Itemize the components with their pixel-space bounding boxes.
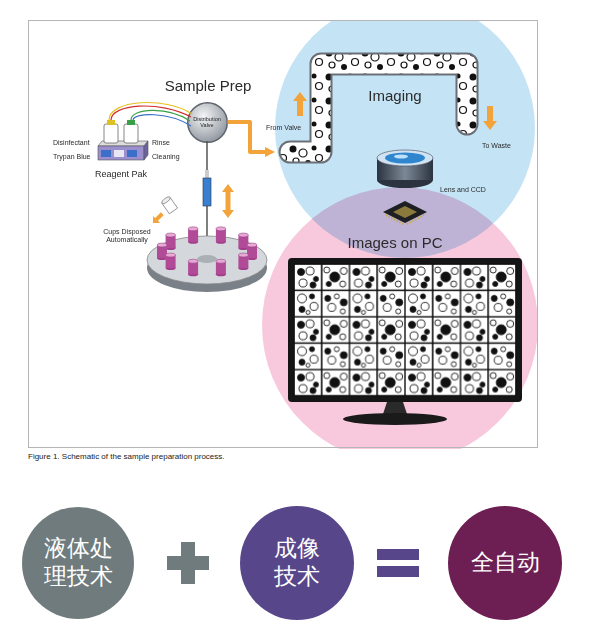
bottle-cap (127, 120, 135, 125)
node-text: Sample Prep (165, 77, 252, 95)
sample-cup (238, 233, 248, 250)
monitor-base (343, 413, 447, 425)
figure-frame: Distribution Valve Sample PrepImagingImag… (28, 20, 539, 449)
reagent-slot (101, 150, 111, 157)
bottle (104, 124, 118, 143)
equals-symbol (377, 549, 419, 560)
tech-circle: 成像技术 (240, 506, 354, 620)
text-holder: Distribution Valve (193, 116, 221, 128)
caption-holder: Figure 1. Schematic of the sample prepar… (28, 452, 225, 461)
node-circle (240, 506, 354, 620)
reagent-slot (127, 150, 137, 157)
monitor-bezel (288, 258, 522, 402)
probe (203, 141, 211, 236)
bottle (124, 124, 138, 143)
monitor-neck (383, 402, 407, 414)
text-holder: 全自动 (471, 549, 540, 577)
label-holder: Reagent Pak (95, 169, 147, 179)
node-shape (35, 45, 335, 195)
cup-rim (161, 196, 171, 205)
part-label: Trypan Blue (53, 153, 90, 161)
text-holder: 成像技术 (274, 535, 320, 590)
text-holder: 液体处理技术 (44, 535, 113, 590)
sample-cup (247, 243, 257, 260)
label-holder: Rinse (152, 139, 170, 147)
figure-caption: Figure 1. Schematic of the sample prepar… (28, 452, 225, 461)
sample-cup (188, 227, 198, 244)
monitor-screen (294, 264, 516, 396)
bottle-cap (107, 120, 115, 125)
label-holder: To Waste (482, 142, 511, 150)
part-label: From Valve (266, 124, 301, 132)
carousel (147, 227, 267, 292)
plunger (205, 170, 209, 178)
motion-arrow (222, 184, 234, 218)
tube (109, 103, 192, 120)
tube (133, 115, 191, 126)
monitor (288, 258, 522, 425)
node-circle (448, 506, 562, 620)
part-label: Cups Disposed Automatically (96, 228, 158, 244)
venn-circle: Images on PC (262, 187, 538, 449)
sample-cup (188, 259, 198, 276)
disposed-cup (161, 196, 178, 214)
sample-cup (216, 227, 226, 244)
node-text: 成像技术 (274, 535, 320, 590)
tech-circle: 液体处理技术 (22, 507, 134, 619)
part-label: Rinse (152, 139, 170, 147)
text-holder: Images on PC (347, 234, 442, 252)
arrow-shape (150, 210, 166, 226)
text-holder: Sample Prep (165, 77, 252, 95)
node-text: Imaging (368, 87, 421, 105)
node-text: Distribution Valve (193, 116, 221, 128)
part-label: Reagent Pak (95, 169, 147, 179)
lens-rim (377, 150, 433, 166)
node-text: Images on PC (347, 234, 442, 252)
formula-band: 液体处理技术 成像技术 全自动 (0, 490, 592, 636)
valve-disc: Distribution Valve (187, 102, 228, 143)
carousel-top (147, 236, 267, 284)
result-circle: 全自动 (448, 506, 562, 620)
syringe (203, 178, 211, 206)
flow-connector (228, 122, 266, 152)
label-holder: Lens and CCD (440, 186, 486, 194)
label-holder: Cups Disposed Automatically (96, 228, 158, 244)
carousel-hub (197, 255, 217, 263)
sample-cup (166, 253, 176, 270)
sample-cup (238, 253, 248, 270)
part-label: To Waste (482, 142, 511, 150)
dispose-arrow (150, 210, 166, 226)
chip-die (393, 206, 417, 218)
pak-front (98, 146, 144, 160)
lens-glass (385, 153, 425, 164)
label-holder: Disinfectant (53, 139, 90, 147)
sample-cup (216, 259, 226, 276)
node-circle (262, 187, 538, 449)
part-label: Lens and CCD (440, 186, 486, 194)
lens-glare (394, 155, 408, 159)
label-holder: Trypan Blue (53, 153, 90, 161)
part-label: Cleaning (152, 153, 180, 161)
label-holder: Cleaning (152, 153, 180, 161)
reagent-slot (114, 150, 124, 157)
sample-cup (166, 233, 176, 250)
sample-cup (157, 243, 167, 260)
venn-circle: Distribution Valve Sample Prep (35, 45, 335, 345)
equals-symbol (377, 566, 419, 577)
plus-symbol (181, 542, 195, 584)
text-holder: Imaging (368, 87, 421, 105)
label-holder: From Valve (266, 124, 301, 132)
reagent-pak (98, 103, 192, 160)
node-shape (262, 187, 538, 449)
node-circle (187, 102, 227, 142)
node-shape (275, 20, 535, 258)
venn-circle: Imaging (275, 20, 535, 258)
pak-side (144, 141, 148, 160)
node-circle (22, 507, 134, 619)
node-text: 液体处理技术 (44, 535, 113, 590)
part-label: Disinfectant (53, 139, 90, 147)
node-text: 全自动 (471, 549, 540, 577)
lens (377, 150, 433, 188)
